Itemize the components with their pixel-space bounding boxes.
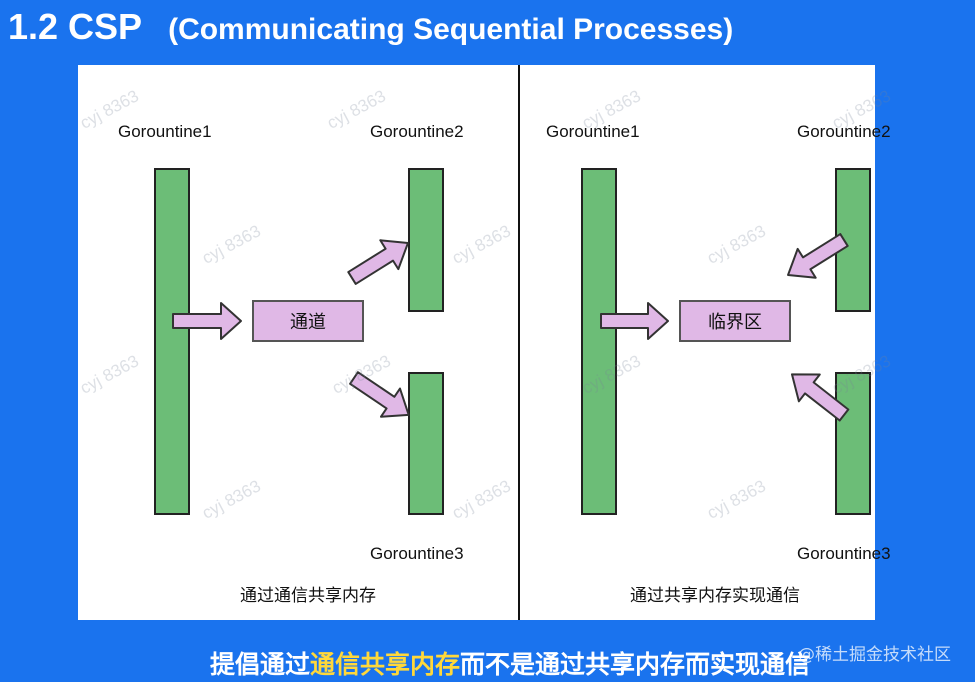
left-goroutine2-label: Gorountine2 (370, 122, 464, 141)
arrow-g2-to-critical (787, 233, 849, 279)
right-goroutine3-label: Gorountine3 (797, 544, 891, 563)
diagram-panel: Gorountine1 Gorountine2 Gorountine3 通道 通… (78, 65, 891, 620)
left-goroutine1-label: Gorountine1 (118, 122, 212, 141)
panel-divider (518, 65, 520, 620)
arrows-layer (172, 233, 850, 422)
arrow-g3-to-critical (790, 373, 850, 422)
left-goroutine3-label: Gorountine3 (370, 544, 464, 563)
title-subtitle: (Communicating Sequential Processes) (168, 13, 734, 46)
arrow-g1-to-channel (172, 302, 242, 340)
right-goroutine2-label: Gorountine2 (797, 122, 891, 141)
right-goroutine1-bar (581, 168, 617, 515)
right-goroutine3-bar (835, 372, 871, 515)
critical-section-box: 临界区 (679, 300, 791, 342)
title-main: 1.2 CSP (8, 6, 143, 47)
left-goroutine3-bar (408, 372, 444, 515)
bottom-text-before: 提倡通过 (210, 650, 311, 679)
brand-watermark: @稀土掘金技术社区 (798, 645, 951, 665)
left-caption: 通过通信共享内存 (240, 586, 376, 606)
slide-title: 1.2 CSP (Communicating Sequential Process… (8, 6, 733, 48)
bottom-text-after: 而不是通过共享内存而实现通信 (460, 650, 811, 679)
bottom-text-highlight: 通信共享内存 (310, 650, 461, 679)
arrow-channel-to-g3 (349, 371, 410, 418)
right-caption: 通过共享内存实现通信 (630, 586, 800, 606)
left-goroutine2-bar (408, 168, 444, 312)
arrow-g1-to-critical (600, 302, 669, 340)
bottom-statement: 提倡通过通信共享内存而不是通过共享内存而实现通信 (210, 645, 810, 681)
left-goroutine1-bar (154, 168, 190, 515)
right-goroutine1-label: Gorountine1 (546, 122, 640, 141)
channel-box: 通道 (252, 300, 364, 342)
arrow-channel-to-g2 (347, 239, 409, 285)
